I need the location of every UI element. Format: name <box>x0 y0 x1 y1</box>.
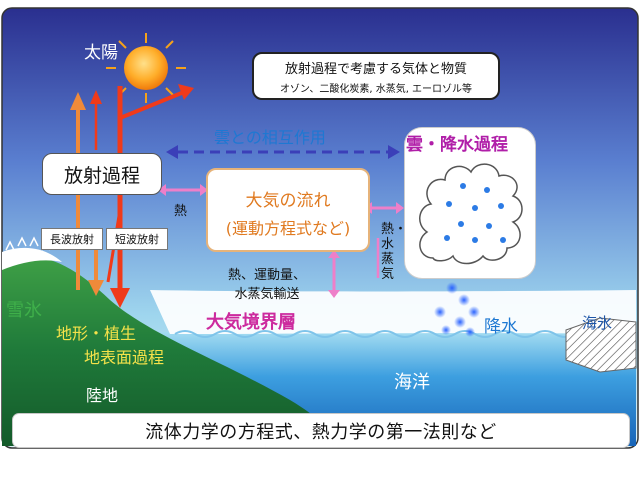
sun-label: 太陽 <box>84 43 118 63</box>
heat-arrow-left-head-b <box>200 184 208 196</box>
reflected-arrowhead <box>178 84 194 100</box>
atmosphere-flow-box: 大気の流れ (運動方程式など) <box>206 168 370 252</box>
radiation-process-box: 放射過程 <box>42 153 162 195</box>
boundary-layer-band <box>150 290 636 334</box>
heat-label: 熱 <box>174 204 188 219</box>
heat-vapor-label: 熱・水蒸気 <box>381 222 408 282</box>
sun-icon <box>106 33 186 103</box>
snow-cap <box>2 247 62 270</box>
sea-ice-label: 海氷 <box>582 314 613 332</box>
reflected-arrow <box>119 90 185 120</box>
atmosphere-flow-subtitle: (運動方程式など) <box>225 219 351 238</box>
radiation-substances-box: 放射過程で考慮する気体と物質 オゾン、二酸化炭素, 水蒸気, エーロゾル等 <box>252 52 500 100</box>
transport-label: 熱、運動量、 水蒸気輸送 <box>228 264 306 302</box>
sea-ice-icon <box>565 317 637 373</box>
longwave-label: 長波放射 <box>41 228 103 250</box>
transport-arrow-head-b <box>328 290 340 298</box>
substances-list: オゾン、二酸化炭素, 水蒸気, エーロゾル等 <box>279 84 473 95</box>
land-surface-label: 地表面過程 <box>84 348 165 367</box>
cloud-interaction-arrowhead-right <box>388 145 400 159</box>
longwave-up-arrowhead <box>70 92 86 110</box>
shortwave-down-arrowhead <box>110 288 130 308</box>
cloud-precip-label: 雲・降水過程 <box>406 135 508 155</box>
atmosphere-flow-title: 大気の流れ <box>245 191 331 211</box>
shortwave-label: 短波放射 <box>106 228 168 250</box>
transport-line2: 水蒸気輸送 <box>234 287 300 302</box>
ocean-label: 海洋 <box>394 372 430 393</box>
land-area <box>2 255 340 446</box>
cloud-interaction-label: 雲との相互作用 <box>214 128 326 147</box>
heat-arrow-left-head-a <box>158 184 166 196</box>
scatter-arrowhead <box>90 90 102 104</box>
boundary-layer-label: 大気境界層 <box>206 312 296 333</box>
transport-arrow-head-a <box>328 250 340 258</box>
cloud-icon <box>419 163 523 265</box>
land-label: 陸地 <box>86 386 119 405</box>
substances-title: 放射過程で考慮する気体と物質 <box>284 62 467 77</box>
precipitation-label: 降水 <box>484 317 518 337</box>
snow-ice-label: 雪氷 <box>6 300 42 321</box>
equations-caption: 流体力学の方程式、熱力学の第一法則など <box>12 413 630 448</box>
vapor-arrow-right-head-b <box>396 202 404 214</box>
transport-line1: 熱、運動量、 <box>228 268 307 283</box>
tree-icon <box>5 236 51 251</box>
cloud-interaction-arrowhead-left <box>166 145 178 159</box>
wave-line <box>174 330 636 338</box>
terrain-label: 地形・植生 <box>56 324 137 343</box>
longwave-down-arrowhead <box>88 280 104 296</box>
cloud-precip-box <box>404 127 536 279</box>
